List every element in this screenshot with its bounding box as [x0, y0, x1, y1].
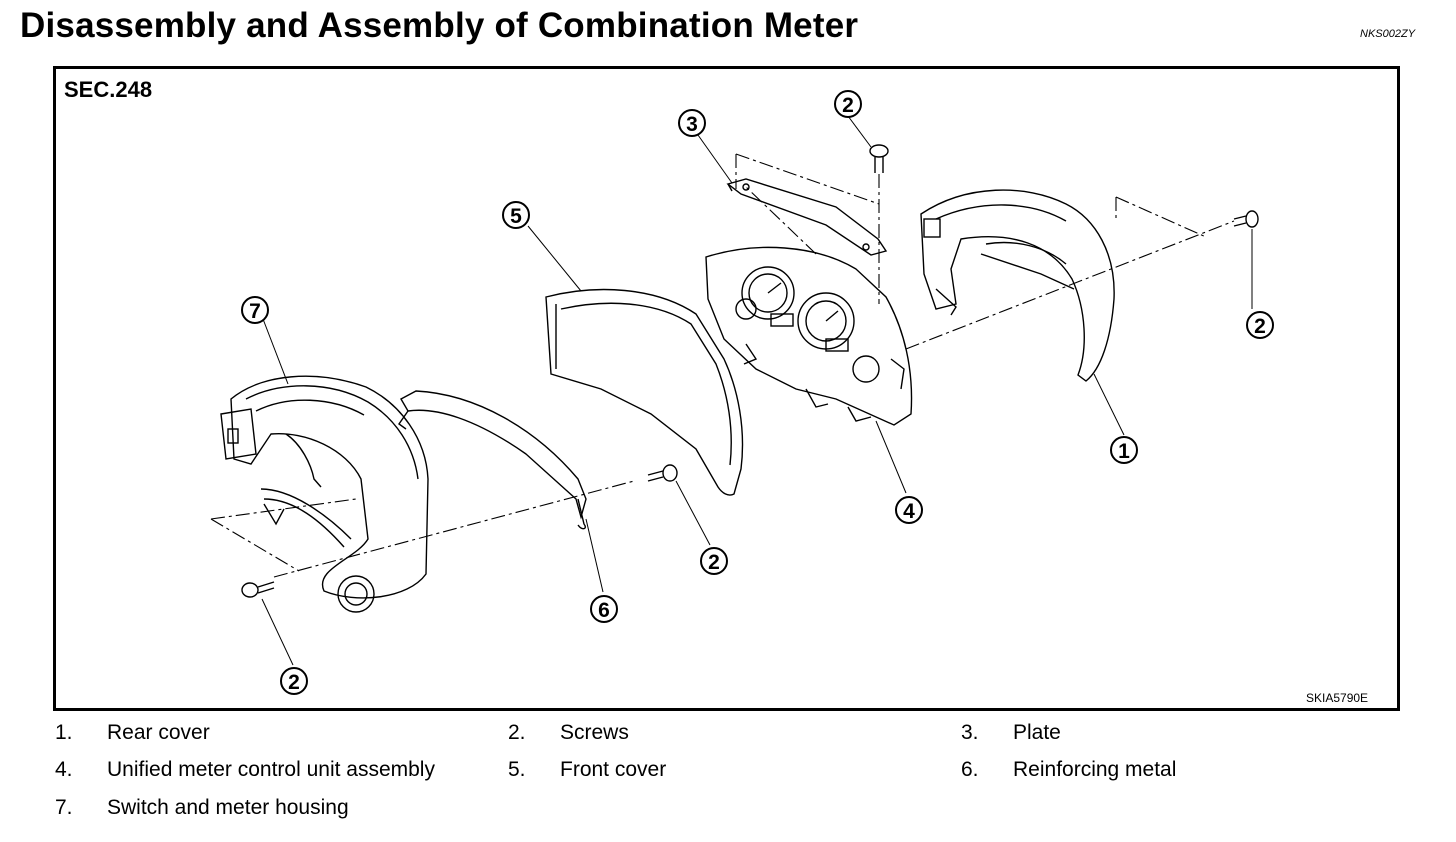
- switch-meter-housing-drawing: [220, 375, 429, 613]
- callout-4: 4: [895, 496, 923, 524]
- screw-drawing: [1233, 210, 1259, 228]
- figure-id: SKIA5790E: [1306, 691, 1369, 705]
- page-title: Disassembly and Assembly of Combination …: [20, 6, 859, 45]
- reinforcing-metal-drawing: [398, 390, 587, 530]
- legend-number: 1.: [55, 721, 73, 744]
- legend-label: Reinforcing metal: [1013, 758, 1177, 781]
- legend-label: Unified meter control unit assembly: [107, 758, 435, 781]
- callout-7: 7: [241, 296, 269, 324]
- callout-1: 1: [1110, 436, 1138, 464]
- callout-2-label: 2: [288, 671, 300, 694]
- callout-6-label: 6: [598, 599, 610, 622]
- legend-number: 7.: [55, 796, 73, 819]
- legend-number: 6.: [961, 758, 979, 781]
- callout-1-label: 1: [1118, 440, 1130, 463]
- callout-3: 3: [678, 109, 706, 137]
- callout-2-label: 2: [708, 551, 720, 574]
- leader-lines: [261, 115, 1253, 666]
- callout-2-label: 2: [1254, 315, 1266, 338]
- legend-number: 4.: [55, 758, 73, 781]
- screw-drawing: [647, 464, 678, 482]
- legend-label: Plate: [1013, 721, 1061, 744]
- legend-number: 5.: [508, 758, 526, 781]
- callout-2: 2: [700, 547, 728, 575]
- front-cover-drawing: [545, 288, 744, 496]
- callout-5: 5: [502, 201, 530, 229]
- alignment-lines: [210, 153, 1235, 578]
- plate-drawing: [726, 178, 888, 256]
- legend-number: 2.: [508, 721, 526, 744]
- screw-drawing: [241, 581, 275, 598]
- document-id: NKS002ZY: [1360, 28, 1416, 40]
- callout-2: 2: [834, 90, 862, 118]
- callout-2-label: 2: [842, 94, 854, 117]
- callout-5-label: 5: [510, 205, 522, 228]
- legend-label: Switch and meter housing: [107, 796, 349, 819]
- legend-number: 3.: [961, 721, 979, 744]
- exploded-view-figure: 1 2 2 2 2 3 4 5 6 7 SEC.248 SKIA5790E: [53, 66, 1400, 711]
- meter-unit-drawing: [705, 246, 913, 426]
- callout-7-label: 7: [249, 300, 261, 323]
- callout-4-label: 4: [903, 500, 915, 523]
- rear-cover-drawing: [920, 189, 1115, 382]
- screw-drawing: [869, 144, 889, 173]
- legend-label: Front cover: [560, 758, 667, 781]
- section-label: SEC.248: [64, 77, 153, 102]
- callout-6: 6: [590, 595, 618, 623]
- callout-2: 2: [1246, 311, 1274, 339]
- parts-legend: 1. Rear cover 2. Screws 3. Plate 4. Unif…: [0, 716, 1456, 836]
- legend-label: Screws: [560, 721, 629, 744]
- callout-3-label: 3: [686, 113, 698, 136]
- callout-2: 2: [280, 667, 308, 695]
- exploded-view-drawing: 1 2 2 2 2 3 4 5 6 7: [210, 90, 1274, 695]
- legend-label: Rear cover: [107, 721, 210, 744]
